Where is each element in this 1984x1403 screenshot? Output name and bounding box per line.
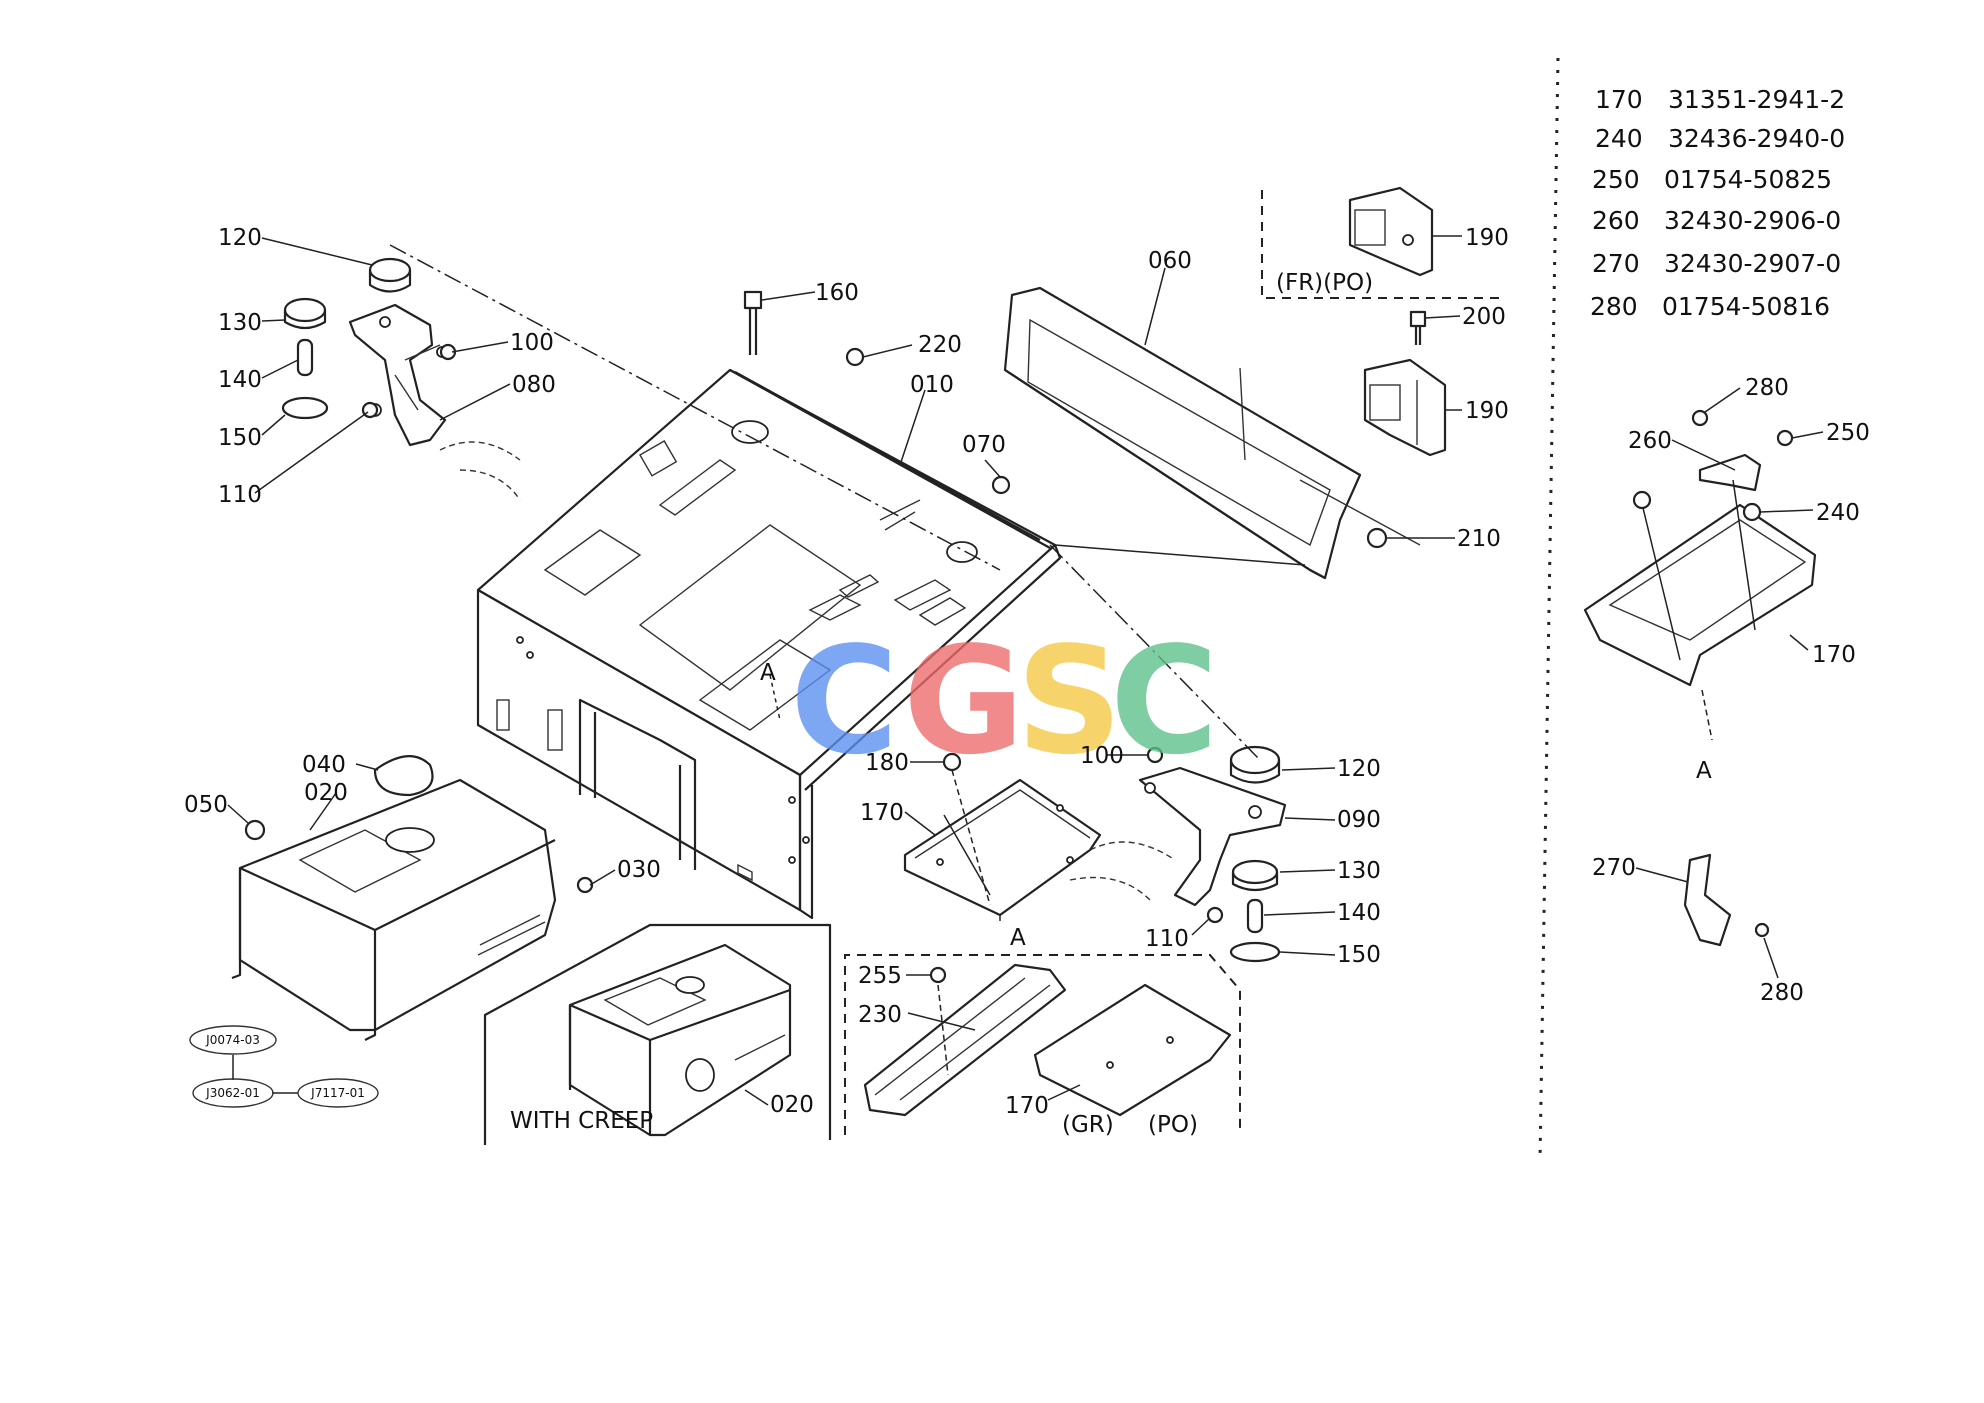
callout-100: 100: [1080, 743, 1124, 769]
callout-120: 120: [218, 225, 262, 251]
callout-140: 140: [1337, 900, 1381, 926]
bracket-190: [1363, 358, 1447, 457]
table-no-5: 270: [1592, 249, 1640, 278]
callout-170: 170: [1005, 1093, 1049, 1119]
table-no-3: 250: [1592, 165, 1640, 194]
callout-110: 110: [1145, 926, 1189, 952]
view-marker-a: A: [1010, 925, 1026, 951]
vertical-divider: [1538, 57, 1560, 1161]
fasteners: [361, 290, 1427, 984]
callout-090: 090: [1337, 807, 1381, 833]
table-part-6: 01754-50816: [1662, 292, 1830, 321]
callout-130: 130: [218, 310, 262, 336]
gr-po-inset: [844, 954, 1241, 1135]
watermark-letter-3: S: [1016, 615, 1123, 787]
callout-260: 260: [1628, 428, 1672, 454]
callout-160: 160: [815, 280, 859, 306]
callout-255: 255: [858, 963, 902, 989]
right-cover-170: [1583, 409, 1817, 687]
table-no-6: 280: [1590, 292, 1638, 321]
callout-280: 280: [1745, 375, 1789, 401]
callout-190: 190: [1465, 225, 1509, 251]
bracket-270: [1683, 853, 1770, 947]
table-part-5: 32430-2907-0: [1664, 249, 1841, 278]
ref-code-2: J3062-01: [205, 1086, 260, 1100]
callout-060: 060: [1148, 248, 1192, 274]
with-creep-inset: [483, 923, 832, 1145]
left-mount-assembly: [281, 257, 521, 501]
ref-code-3: J7117-01: [310, 1086, 365, 1100]
panel-060: [1003, 286, 1421, 580]
reference-lines: [389, 244, 1713, 1076]
callout-150: 150: [218, 425, 262, 451]
table-no-1: 170: [1595, 85, 1643, 114]
callout-020: 020: [770, 1092, 814, 1118]
view-marker-a: A: [760, 660, 776, 686]
variant-po: (PO): [1148, 1112, 1198, 1138]
callout-100: 100: [510, 330, 554, 356]
callout-200: 200: [1462, 304, 1506, 330]
variant-frpo: (FR)(PO): [1276, 270, 1373, 296]
callout-070: 070: [962, 432, 1006, 458]
reference-codes: J0074-03 J3062-01 J7117-01: [189, 1025, 379, 1108]
callout-130: 130: [1337, 858, 1381, 884]
table-part-1: 31351-2941-2: [1668, 85, 1845, 114]
variant-gr: (GR): [1062, 1112, 1114, 1138]
callout-labels: 120 130 140 150 110 100 080 160 220 010 …: [184, 225, 1870, 1138]
frpo-inset: [1261, 186, 1500, 299]
cover-020: [231, 755, 557, 1041]
callout-120: 120: [1337, 756, 1381, 782]
callout-030: 030: [617, 857, 661, 883]
main-platform-010: [476, 368, 1062, 920]
cover-170-centre: [903, 778, 1102, 917]
callout-150: 150: [1337, 942, 1381, 968]
callout-170: 170: [1812, 642, 1856, 668]
callout-180: 180: [865, 750, 909, 776]
callout-280: 280: [1760, 980, 1804, 1006]
callout-270: 270: [1592, 855, 1636, 881]
callout-050: 050: [184, 792, 228, 818]
variant-with-creep: WITH CREEP: [510, 1108, 653, 1134]
table-part-2: 32436-2940-0: [1668, 124, 1845, 153]
right-mount-assembly: [1069, 745, 1287, 963]
watermark: C G S C: [790, 615, 1219, 787]
watermark-letter-2: G: [903, 615, 1024, 787]
watermark-letter-1: C: [790, 615, 899, 787]
callout-110: 110: [218, 482, 262, 508]
callout-140: 140: [218, 367, 262, 393]
table-no-4: 260: [1592, 206, 1640, 235]
callout-230: 230: [858, 1002, 902, 1028]
callout-170: 170: [860, 800, 904, 826]
parts-table: 170 31351-2941-2 240 32436-2940-0 250 01…: [1590, 85, 1845, 321]
table-part-4: 32430-2906-0: [1664, 206, 1841, 235]
callout-020: 020: [304, 780, 348, 806]
callout-040: 040: [302, 752, 346, 778]
watermark-letter-4: C: [1110, 615, 1219, 787]
leader-lines: [227, 235, 1824, 1106]
callout-250: 250: [1826, 420, 1870, 446]
ref-code-1: J0074-03: [205, 1033, 260, 1047]
table-no-2: 240: [1595, 124, 1643, 153]
callout-010: 010: [910, 372, 954, 398]
view-marker-a: A: [1696, 758, 1712, 784]
callout-240: 240: [1816, 500, 1860, 526]
callout-190: 190: [1465, 398, 1509, 424]
callout-210: 210: [1457, 526, 1501, 552]
callout-220: 220: [918, 332, 962, 358]
table-part-3: 01754-50825: [1664, 165, 1832, 194]
callout-080: 080: [512, 372, 556, 398]
